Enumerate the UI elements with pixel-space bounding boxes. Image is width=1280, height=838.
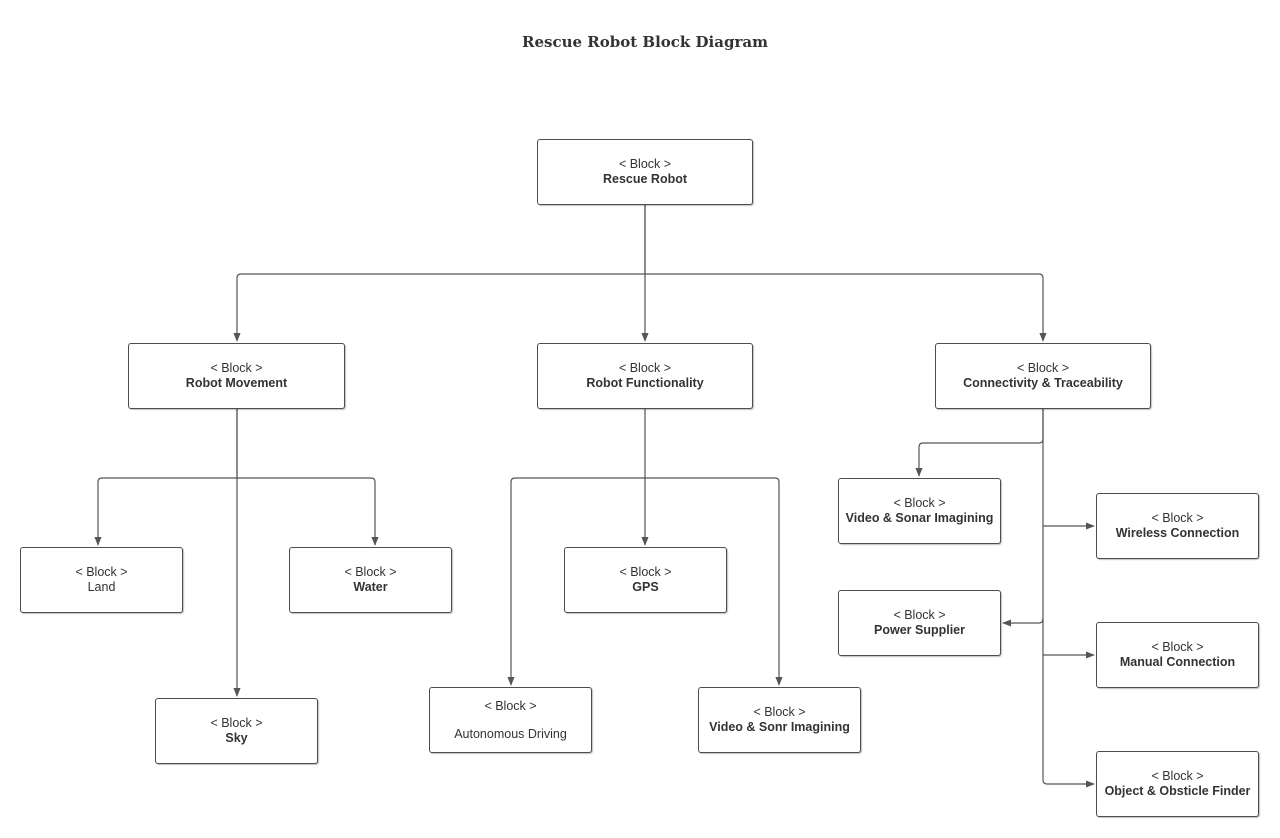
stereotype-label: < Block > bbox=[1151, 511, 1204, 525]
stereotype-label: < Block > bbox=[210, 716, 263, 730]
block-name: Power Supplier bbox=[874, 623, 965, 637]
block-name: Wireless Connection bbox=[1115, 526, 1240, 540]
stereotype-label: < Block > bbox=[344, 565, 397, 579]
block-sky[interactable]: < Block > Sky bbox=[155, 698, 318, 764]
edge-connectivity-video-sonar bbox=[915, 409, 1044, 477]
block-name: Video & Sonr Imagining bbox=[709, 720, 850, 734]
block-robot-functionality[interactable]: < Block > Robot Functionality bbox=[537, 343, 753, 409]
block-manual-connection[interactable]: < Block > Manual Connection bbox=[1096, 622, 1259, 688]
stereotype-label: < Block > bbox=[1151, 640, 1204, 654]
stereotype-label: < Block > bbox=[893, 496, 946, 510]
block-water[interactable]: < Block > Water bbox=[289, 547, 452, 613]
block-object-obsticle-finder[interactable]: < Block > Object & Obsticle Finder bbox=[1096, 751, 1259, 817]
block-name: Rescue Robot bbox=[602, 172, 688, 186]
edge-robot-movement-land bbox=[94, 409, 238, 546]
block-name: Water bbox=[353, 580, 388, 594]
stereotype-label: < Block > bbox=[75, 565, 128, 579]
block-video-sonr-imagining[interactable]: < Block > Video & Sonr Imagining bbox=[698, 687, 861, 753]
stereotype-label: < Block > bbox=[210, 361, 263, 375]
block-robot-movement[interactable]: < Block > Robot Movement bbox=[128, 343, 345, 409]
block-name: Manual Connection bbox=[1119, 655, 1236, 669]
block-land[interactable]: < Block > Land bbox=[20, 547, 183, 613]
block-wireless-connection[interactable]: < Block > Wireless Connection bbox=[1096, 493, 1259, 559]
block-autonomous-driving[interactable]: < Block > Autonomous Driving bbox=[429, 687, 592, 753]
stereotype-label: < Block > bbox=[1151, 769, 1204, 783]
edge-rescue-robot-connectivity bbox=[645, 273, 1047, 342]
block-name: Video & Sonar Imagining bbox=[845, 511, 994, 525]
stereotype-label: < Block > bbox=[1016, 361, 1070, 375]
block-rescue-robot[interactable]: < Block > Rescue Robot bbox=[537, 139, 753, 205]
stereotype-label: < Block > bbox=[484, 699, 537, 713]
block-name: Land bbox=[87, 580, 116, 594]
block-name: Robot Functionality bbox=[586, 376, 704, 390]
edge-rescue-robot-robot-movement bbox=[233, 205, 646, 342]
stereotype-label: < Block > bbox=[618, 157, 672, 171]
block-name: Sky bbox=[225, 731, 248, 745]
block-power-supplier[interactable]: < Block > Power Supplier bbox=[838, 590, 1001, 656]
block-video-sonar-imagining[interactable]: < Block > Video & Sonar Imagining bbox=[838, 478, 1001, 544]
stereotype-label: < Block > bbox=[893, 608, 946, 622]
block-name: Object & Obsticle Finder bbox=[1104, 784, 1251, 798]
edge-robot-functionality-video-sonr bbox=[645, 477, 783, 686]
block-connectivity-traceability[interactable]: < Block > Connectivity & Traceability bbox=[935, 343, 1151, 409]
block-gps[interactable]: < Block > GPS bbox=[564, 547, 727, 613]
stereotype-label: < Block > bbox=[618, 361, 672, 375]
block-name: Robot Movement bbox=[185, 376, 288, 390]
edge-connectivity-power bbox=[1002, 617, 1044, 627]
block-name: GPS bbox=[632, 580, 659, 594]
edge-robot-movement-water bbox=[237, 477, 379, 546]
diagram-title: Rescue Robot Block Diagram bbox=[522, 33, 768, 51]
block-name: Connectivity & Traceability bbox=[963, 376, 1123, 390]
stereotype-label: < Block > bbox=[753, 705, 806, 719]
block-name: Autonomous Driving bbox=[454, 727, 567, 741]
edge-connectivity-wireless bbox=[1042, 409, 1095, 788]
edge-robot-functionality-autonomous bbox=[507, 477, 645, 686]
stereotype-label: < Block > bbox=[619, 565, 672, 579]
